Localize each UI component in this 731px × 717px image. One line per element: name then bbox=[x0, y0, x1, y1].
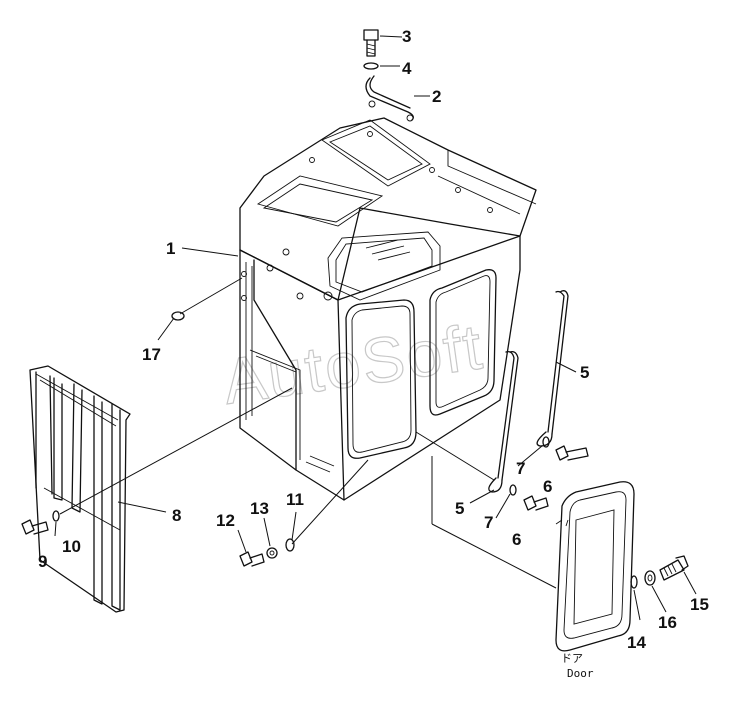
bolt-3 bbox=[363, 29, 379, 57]
callout-numbers: 1 2 3 4 5 5 6 6 7 7 8 9 10 11 12 13 14 1… bbox=[38, 27, 709, 652]
bolt-15 bbox=[659, 555, 689, 581]
bolt-9 bbox=[21, 519, 49, 535]
callout-9: 9 bbox=[38, 552, 47, 571]
callout-7-upper: 7 bbox=[516, 459, 525, 478]
callout-11: 11 bbox=[286, 490, 304, 509]
door-caption-en: Door bbox=[567, 667, 594, 680]
door-panel bbox=[555, 481, 635, 652]
callout-13: 13 bbox=[250, 499, 269, 518]
callout-6-upper: 6 bbox=[543, 477, 552, 496]
callout-14: 14 bbox=[627, 633, 646, 652]
washer-7-lower bbox=[509, 484, 517, 496]
callout-1: 1 bbox=[166, 239, 175, 258]
nut-13 bbox=[266, 547, 278, 559]
stay-rod-upper bbox=[536, 290, 569, 447]
callout-2: 2 bbox=[432, 87, 441, 106]
front-guard-frame bbox=[29, 365, 131, 613]
callout-8: 8 bbox=[172, 506, 181, 525]
callout-5-lower: 5 bbox=[455, 499, 464, 518]
callout-15: 15 bbox=[690, 595, 709, 614]
washer-10 bbox=[52, 510, 60, 522]
callout-7-lower: 7 bbox=[484, 513, 493, 532]
door-caption-jp: ドア bbox=[561, 652, 583, 665]
stay-rod-lower bbox=[488, 350, 519, 493]
callout-6-lower: 6 bbox=[512, 530, 521, 549]
washer-7-upper bbox=[542, 436, 550, 448]
washer-4 bbox=[363, 62, 379, 70]
callout-12: 12 bbox=[216, 511, 235, 530]
washer-14 bbox=[630, 575, 638, 589]
plug-17 bbox=[171, 311, 185, 321]
washer-11 bbox=[285, 538, 295, 552]
callout-5-upper: 5 bbox=[580, 363, 589, 382]
callout-4: 4 bbox=[402, 59, 412, 78]
leader-lines bbox=[54, 35, 697, 621]
callout-17: 17 bbox=[142, 345, 161, 364]
callout-3: 3 bbox=[402, 27, 411, 46]
roof-handle bbox=[365, 75, 414, 122]
callout-16: 16 bbox=[658, 613, 677, 632]
watermark: AutoSoft bbox=[219, 310, 488, 418]
bolt-6-lower bbox=[523, 495, 549, 511]
bolt-12 bbox=[239, 551, 265, 567]
bolt-6-upper bbox=[555, 445, 589, 461]
washer-16 bbox=[644, 570, 656, 586]
callout-10: 10 bbox=[62, 537, 81, 556]
cab-body bbox=[239, 117, 537, 501]
